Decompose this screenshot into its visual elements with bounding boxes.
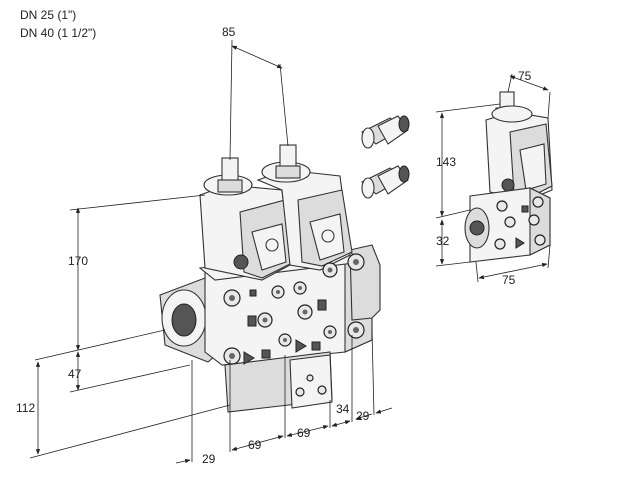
cable-gland-1 — [361, 115, 410, 149]
dim-main-height: 170 — [68, 254, 88, 268]
header-line-2: DN 40 (1 1/2") — [20, 26, 97, 40]
dim-offset-left: 29 — [202, 452, 216, 466]
dim-section-2: 69 — [297, 426, 311, 440]
single-valve-illustration — [464, 91, 553, 263]
dim-top-width: 85 — [222, 25, 236, 39]
dim-section-3: 34 — [336, 402, 350, 416]
dim-small-height: 143 — [436, 155, 456, 169]
dim-base-height: 112 — [16, 401, 35, 415]
dim-small-lower: 32 — [436, 234, 450, 248]
dim-offset-right: 29 — [356, 409, 370, 423]
dim-section-1: 69 — [248, 438, 262, 452]
header-line-1: DN 25 (1") — [20, 8, 77, 22]
dim-inlet-height: 47 — [68, 367, 82, 381]
double-valve-illustration — [159, 144, 381, 413]
cable-gland-2 — [361, 165, 410, 199]
dim-small-top: 75 — [518, 69, 532, 83]
dim-small-width: 75 — [502, 273, 516, 287]
